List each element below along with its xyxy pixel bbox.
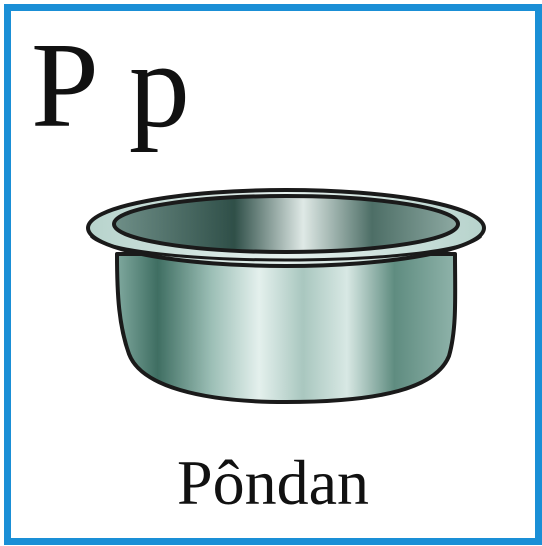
- letter-heading: P p: [31, 18, 192, 153]
- flash-card: P p: [4, 4, 542, 545]
- cooking-pot-icon: [86, 188, 486, 404]
- word-label: Pôndan: [177, 447, 369, 518]
